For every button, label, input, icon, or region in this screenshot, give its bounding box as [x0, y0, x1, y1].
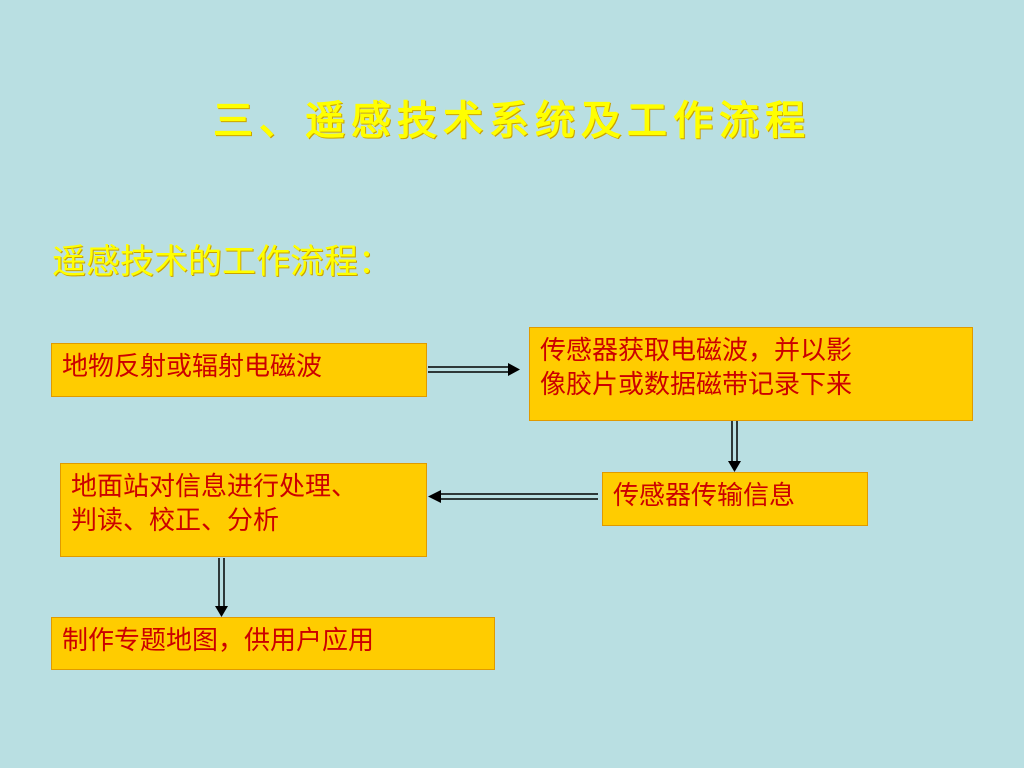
arrow-transmit-to-ground	[428, 490, 598, 503]
arrow-sensor-to-transmit	[728, 421, 741, 472]
node-map-label: 制作专题地图，供用户应用	[62, 626, 375, 656]
slide-subtitle: 遥感技术的工作流程：	[52, 242, 392, 282]
arrow-reflect-to-sensor	[428, 363, 520, 376]
node-reflect: 地物反射或辐射电磁波	[51, 343, 427, 397]
node-ground-station-line2: 判读、校正、分析	[71, 506, 280, 536]
node-sensor-record-line2: 像胶片或数据磁带记录下来	[540, 370, 853, 400]
node-ground-station-line1: 地面站对信息进行处理、	[71, 472, 358, 502]
node-sensor-record: 传感器获取电磁波，并以影 像胶片或数据磁带记录下来	[529, 327, 973, 421]
slide-title: 三、遥感技术系统及工作流程	[213, 97, 811, 144]
node-transmit-label: 传感器传输信息	[613, 481, 796, 511]
node-transmit: 传感器传输信息	[602, 472, 868, 526]
node-ground-station: 地面站对信息进行处理、 判读、校正、分析	[60, 463, 427, 557]
arrow-ground-to-map	[215, 558, 228, 617]
node-reflect-label: 地物反射或辐射电磁波	[62, 352, 323, 382]
node-sensor-record-line1: 传感器获取电磁波，并以影	[540, 336, 853, 366]
node-map: 制作专题地图，供用户应用	[51, 617, 495, 670]
